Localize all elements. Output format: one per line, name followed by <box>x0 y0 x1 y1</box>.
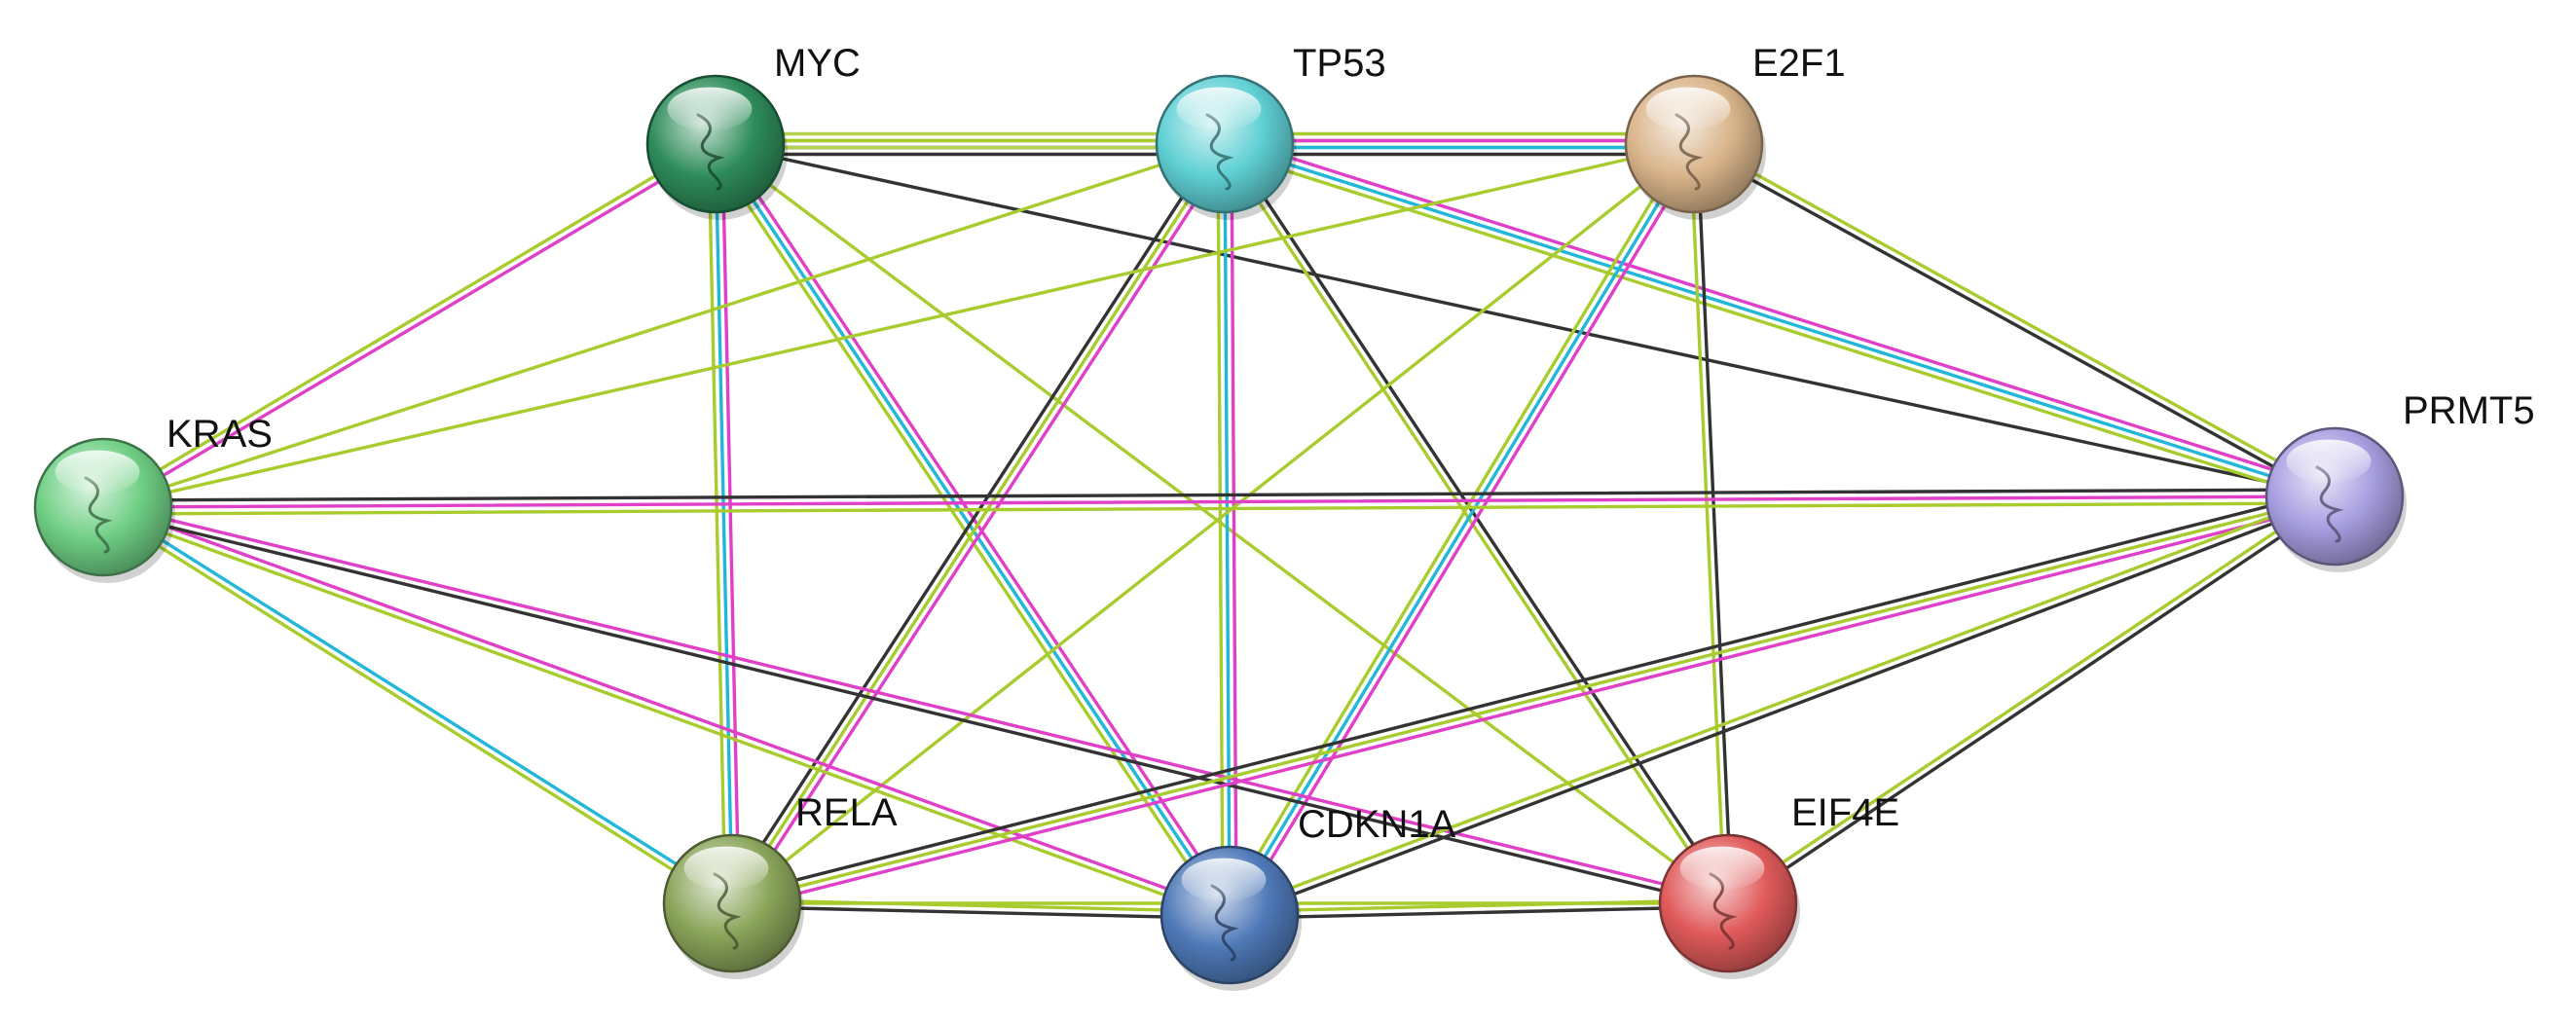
node-gloss-highlight <box>1181 858 1267 902</box>
edge-kras-rela <box>99 502 736 908</box>
edge-prmt5-eif4e <box>1724 492 2338 908</box>
edge-line-coexpression-dark <box>1728 497 2338 908</box>
edge-line-text-mining <box>99 508 732 908</box>
edge-line-coexpression-dark <box>714 142 2337 498</box>
edge-line-text-mining <box>101 142 1227 509</box>
node-gloss-highlight <box>1176 87 1262 131</box>
edge-line-experimental <box>1225 135 2338 493</box>
edge-line-experimental <box>1233 145 1702 921</box>
node-gloss-highlight <box>1679 846 1765 891</box>
edge-line-experimental <box>102 501 1731 902</box>
edge-line-coexpression-dark <box>1226 140 1733 903</box>
node-prmt5[interactable]: PRMT5 <box>2264 389 2535 572</box>
node-gloss-highlight <box>667 87 753 131</box>
node-gloss-highlight <box>2286 439 2372 484</box>
node-label: RELA <box>795 791 898 834</box>
edge-line-experimental <box>720 142 741 905</box>
edge-line-experimental <box>736 146 1233 909</box>
node-label: CDKN1A <box>1298 803 1456 846</box>
edge-tp53-prmt5 <box>1221 135 2338 505</box>
edge-tp53-e2f1 <box>1223 131 1696 157</box>
node-eif4e[interactable]: EIF4E <box>1658 791 1899 979</box>
edge-line-experimental <box>732 501 2338 912</box>
edge-layer <box>99 131 2338 921</box>
node-e2f1[interactable]: E2F1 <box>1624 42 1846 220</box>
edge-line-text-mining <box>1688 142 1727 905</box>
edge-line-coexpression-dark <box>1690 145 2336 501</box>
node-label: KRAS <box>166 413 273 456</box>
edge-kras-prmt5 <box>101 488 2337 516</box>
node-cdkn1a[interactable]: CDKN1A <box>1159 803 1456 991</box>
edge-tp53-cdkn1a <box>1216 142 1238 917</box>
edge-e2f1-eif4e <box>1688 142 1734 905</box>
edge-line-text-mining <box>101 142 1696 509</box>
node-label: TP53 <box>1293 42 1386 85</box>
edge-line-text-mining <box>101 501 2337 516</box>
edge-line-text-mining <box>1693 139 2338 495</box>
edge-myc-prmt5 <box>714 142 2337 498</box>
edge-myc-rela <box>707 142 741 905</box>
node-kras[interactable]: KRAS <box>33 413 273 583</box>
node-myc[interactable]: MYC <box>645 42 861 220</box>
edge-e2f1-cdkn1a <box>1222 138 1702 921</box>
node-tp53[interactable]: TP53 <box>1155 42 1386 220</box>
edge-tp53-kras <box>101 142 1227 509</box>
node-gloss-highlight <box>55 450 140 494</box>
edge-kras-eif4e <box>100 501 1731 909</box>
edge-line-coexpression-dark <box>730 904 1232 921</box>
edge-line-text-mining <box>708 146 1226 921</box>
edge-line-experimental <box>103 145 719 512</box>
edge-line-database <box>714 142 734 905</box>
edge-line-database <box>103 502 736 902</box>
node-rela[interactable]: RELA <box>662 791 898 979</box>
edge-line-experimental <box>102 502 1233 914</box>
edge-line-experimental <box>101 494 2337 509</box>
edge-e2f1-kras <box>101 142 1696 509</box>
edge-line-text-mining <box>1221 148 2335 505</box>
edge-line-coexpression-dark <box>101 488 2337 502</box>
edge-line-database <box>714 142 1232 917</box>
edge-kras-cdkn1a <box>100 502 1233 920</box>
node-label: E2F1 <box>1752 42 1846 85</box>
edge-line-text-mining <box>707 142 727 905</box>
node-gloss-highlight <box>1645 87 1731 131</box>
edge-line-text-mining <box>1222 138 1690 914</box>
edge-line-database <box>1223 142 2337 498</box>
edge-line-text-mining <box>99 139 716 506</box>
edge-line-coexpression-dark <box>728 488 2335 898</box>
edge-myc-kras <box>99 139 719 512</box>
node-label: EIF4E <box>1791 791 1899 834</box>
edge-line-text-mining <box>730 494 2337 905</box>
edge-prmt5-cdkn1a <box>1227 492 2337 920</box>
node-label: MYC <box>774 42 861 85</box>
edge-line-text-mining <box>1216 142 1225 917</box>
edge-line-coexpression-dark <box>1695 142 1734 905</box>
edge-cdkn1a-eif4e <box>1228 897 1730 921</box>
edge-line-text-mining <box>730 142 1696 905</box>
edge-e2f1-prmt5 <box>1690 139 2338 501</box>
node-gloss-highlight <box>683 846 769 891</box>
edge-line-database <box>1228 142 1696 917</box>
edge-line-coexpression-dark <box>100 508 1729 909</box>
edge-line-text-mining <box>100 508 1231 920</box>
edge-line-text-mining <box>1227 492 2336 914</box>
edge-line-coexpression-dark <box>1228 904 1730 921</box>
edge-line-text-mining <box>1228 897 1730 914</box>
edge-e2f1-rela <box>730 142 1696 905</box>
edge-line-coexpression-dark <box>1229 497 2337 920</box>
node-label: PRMT5 <box>2403 389 2535 432</box>
edge-myc-tp53 <box>714 131 1227 157</box>
edge-line-coexpression-dark <box>724 138 1221 901</box>
edge-line-text-mining <box>1724 492 2335 902</box>
edge-prmt5-rela <box>728 488 2338 912</box>
